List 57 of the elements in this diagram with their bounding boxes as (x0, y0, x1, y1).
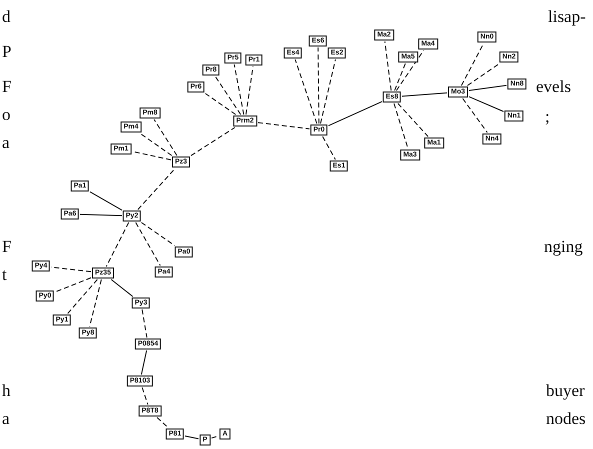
connector-line (132, 151, 172, 160)
connector-line (142, 309, 148, 338)
connector-line (462, 98, 488, 133)
connector-line (204, 93, 236, 115)
text-fragment: F (2, 78, 12, 95)
connector-line (322, 136, 336, 160)
text-fragment: buyer (546, 382, 585, 399)
text-fragment: h (2, 382, 10, 399)
connector-line (394, 103, 408, 149)
connector-line (89, 279, 102, 327)
connector-line (110, 279, 134, 297)
text-fragment: evels (536, 78, 571, 95)
connector-line (106, 222, 130, 267)
connector-line (90, 191, 122, 211)
connector-line (384, 41, 392, 91)
connector-line (466, 63, 500, 86)
text-fragment: o (2, 106, 10, 123)
connector-line (318, 47, 320, 124)
text-fragment: ; (545, 108, 550, 125)
connector-line (140, 222, 176, 246)
text-fragment: P (2, 43, 12, 60)
connector-line (320, 59, 336, 124)
text-fragment: a (2, 134, 10, 151)
connector-line (245, 66, 254, 115)
connector-line (190, 127, 236, 156)
connector-line (135, 222, 161, 266)
text-fragment: t (2, 266, 7, 283)
connector-line (156, 417, 168, 428)
connector-line (460, 43, 484, 86)
text-fragment: nodes (546, 410, 586, 427)
connector-line (258, 122, 310, 130)
connector-line (402, 92, 448, 97)
connector-line (54, 277, 92, 293)
connector-line (234, 64, 244, 115)
connector-line (80, 214, 122, 216)
connector-line (214, 76, 242, 115)
connector-line (397, 103, 429, 137)
connector-line (67, 279, 98, 314)
connector-line (211, 435, 219, 439)
text-fragment: nging (544, 238, 583, 255)
connector-line (50, 266, 92, 272)
connector-line (140, 133, 172, 156)
connector-line (394, 63, 406, 91)
connector-line (140, 350, 148, 375)
connector-line (184, 436, 199, 440)
connector-line (154, 119, 178, 156)
connector-line (328, 101, 382, 126)
connector-line (294, 59, 318, 124)
connector-line (468, 84, 507, 91)
text-fragment: F (2, 238, 12, 255)
connector-line (142, 387, 148, 405)
connector-line (468, 96, 504, 112)
text-fragment: a (2, 410, 10, 427)
connector-line (396, 50, 424, 91)
connector-line (137, 168, 176, 210)
text-fragment: lisap- (548, 8, 586, 25)
text-fragment: d (2, 8, 10, 25)
